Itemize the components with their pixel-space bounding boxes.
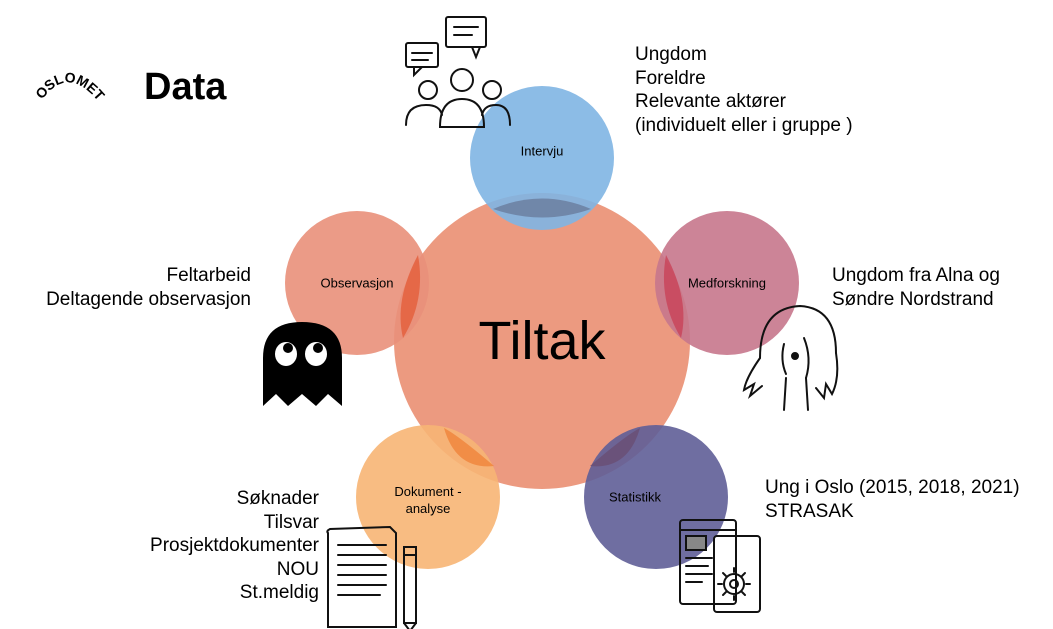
desc-line: Ung i Oslo (2015, 2018, 2021) [765,477,1020,498]
circle-observasjon [285,211,429,355]
desc-line: Tilsvar [263,511,319,533]
dokumentanalyse-label-line1: Dokument - [394,484,462,499]
circle-intervju [470,86,614,230]
medforskning-description: Ungdom fra Alna og Søndre Nordstrand [832,264,1000,311]
desc-line: Ungdom fra Alna og [832,265,1000,286]
statistikk-label: Statistikk [608,489,662,505]
dashboard-gear-icon [679,519,761,613]
people-talking-icon [405,16,511,128]
desc-line: Feltarbeid [166,265,252,286]
circle-medforskning [655,211,799,355]
overlap-dokumentanalyse [444,428,494,467]
intervju-description: Ungdom Foreldre Relevante aktører (indiv… [635,43,853,137]
intervju-label: Intervju [520,143,564,159]
document-pencil-icon [326,525,417,629]
desc-line: Deltagende observasjon [46,288,251,310]
overlap-medforskning [663,255,684,338]
ghost-icon [263,322,342,406]
observasjon-label: Observasjon [320,275,394,291]
desc-line: Relevante aktører [635,91,787,112]
desc-line: Prosjektdokumenter [150,535,319,556]
girl-face-icon [742,304,839,411]
overlap-intervju [493,198,591,218]
statistikk-description: Ung i Oslo (2015, 2018, 2021) STRASAK [765,476,1020,523]
dokumentanalyse-description: Søknader Tilsvar Prosjektdokumenter NOU … [150,487,319,605]
medforskning-label: Medforskning [687,275,767,291]
desc-line: Søndre Nordstrand [832,288,994,310]
overlap-observasjon [400,255,421,338]
desc-line: Søknader [236,488,319,509]
desc-line: (individuelt eller i gruppe ) [635,114,853,136]
center-circle [394,193,690,489]
desc-line: Ungdom [635,44,707,65]
slide-title: Data [144,66,227,108]
circle-dokumentanalyse [356,425,500,569]
desc-line: Foreldre [635,67,706,89]
overlap-statistikk [590,428,640,467]
desc-line: STRASAK [765,500,854,522]
oslomet-logo: OSLOMET [22,60,122,120]
circle-statistikk [584,425,728,569]
dokumentanalyse-label: Dokument - analyse [394,483,461,517]
desc-line: St.meldig [239,582,319,603]
desc-line: NOU [276,558,319,580]
center-label: Tiltak [478,311,606,371]
observasjon-description: Feltarbeid Deltagende observasjon [46,264,251,311]
dokumentanalyse-label-line2: analyse [405,501,451,516]
